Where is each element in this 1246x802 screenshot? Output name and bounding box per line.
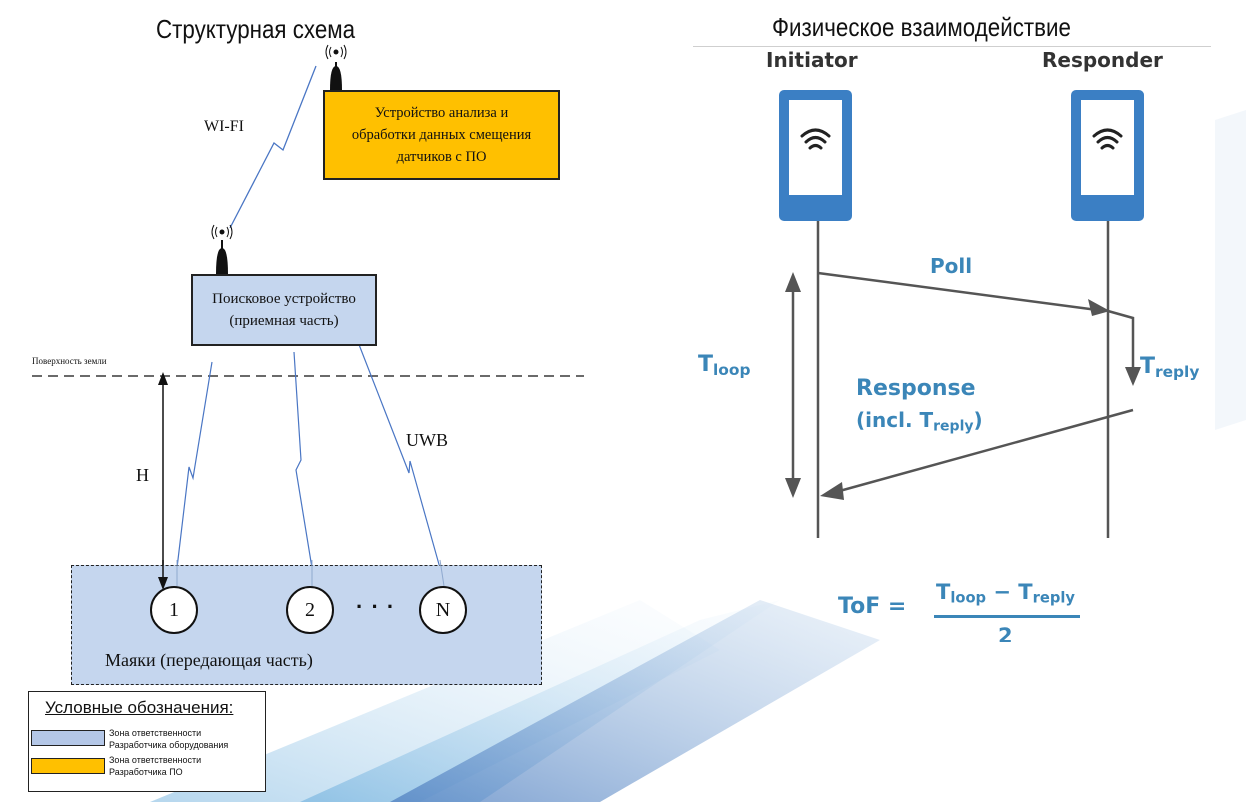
analysis-device-line2: обработки данных смещения — [351, 127, 532, 143]
formula-t1: T — [936, 580, 951, 604]
left-panel-title: Структурная схема — [156, 14, 356, 44]
legend-swatch-hardware — [31, 730, 105, 746]
search-device-box: Поисковое устройство (приемная часть) — [191, 274, 377, 346]
search-device-line1: Поисковое устройство — [212, 291, 356, 307]
analysis-device-line3: датчиков с ПО — [396, 149, 487, 165]
response-incl-label: (incl. Treply) — [856, 408, 983, 435]
uwb-link-n — [357, 341, 441, 569]
response-incl-suffix: ) — [973, 408, 983, 432]
height-label: H — [136, 465, 149, 485]
antenna-icon-top — [325, 44, 347, 90]
formula-minus: − — [986, 580, 1019, 604]
legend-item-hardware-line1: Зона ответственности — [109, 728, 202, 738]
wifi-link — [229, 65, 317, 229]
formula-denominator: 2 — [998, 624, 1013, 642]
analysis-device-box: Устройство анализа и обработки данных см… — [323, 90, 560, 180]
response-arrow — [820, 408, 1134, 500]
deco-stripe-light — [150, 600, 720, 802]
sequence-diagram — [779, 90, 1144, 538]
deco-stripe-mid — [300, 600, 780, 802]
legend: Условные обозначения: Зона ответственнос… — [28, 691, 266, 792]
legend-item-software-line1: Зона ответственности — [109, 755, 202, 765]
treply-sub: reply — [1155, 362, 1200, 381]
legend-item-hardware: Зона ответственности Разработчика оборуд… — [109, 727, 228, 751]
beacon-2: 2 — [286, 586, 334, 634]
tloop-label: Tloop — [698, 352, 750, 379]
tloop-arrow — [785, 272, 801, 498]
formula-fraction-bar — [934, 615, 1080, 618]
formula-t2: T — [1018, 580, 1033, 604]
beacon-n: N — [419, 586, 467, 634]
formula-sub2: reply — [1032, 589, 1075, 607]
treply-arrow — [1107, 309, 1141, 386]
uwb-link-1 — [176, 361, 213, 569]
legend-swatch-software — [31, 758, 105, 774]
uwb-link-2 — [293, 351, 313, 569]
treply-main: T — [1140, 354, 1156, 379]
ground-surface-label: Поверхность земли — [32, 356, 107, 366]
deco-stripe-dark — [390, 600, 880, 802]
formula-sub1: loop — [950, 589, 987, 607]
uwb-label: UWB — [406, 430, 448, 450]
right-panel-title: Физическое взаимодействие — [772, 12, 1071, 42]
initiator-label: Initiator — [766, 48, 858, 72]
title-divider — [693, 46, 1211, 47]
wifi-label: WI-FI — [204, 118, 244, 135]
legend-item-software-line2: Разработчика ПО — [109, 767, 183, 777]
response-label: Response — [856, 376, 976, 401]
formula-lhs: ToF = — [838, 594, 907, 619]
beacons-ellipsis: · · · — [356, 594, 396, 619]
antenna-icon-search — [211, 224, 233, 274]
treply-label: Treply — [1140, 354, 1199, 381]
deco-panel-right — [1215, 110, 1246, 430]
response-incl-prefix: (incl. T — [856, 408, 934, 432]
legend-item-hardware-line2: Разработчика оборудования — [109, 740, 229, 750]
analysis-device-line1: Устройство анализа и — [374, 105, 509, 121]
formula-numerator: Tloop − Treply — [936, 580, 1075, 607]
beacon-1: 1 — [150, 586, 198, 634]
legend-item-software: Зона ответственности Разработчика ПО — [109, 754, 201, 778]
response-incl-sub: reply — [933, 418, 974, 435]
poll-label: Poll — [930, 254, 973, 278]
responder-label: Responder — [1042, 48, 1163, 72]
tloop-sub: loop — [713, 360, 751, 379]
legend-title: Условные обозначения: — [45, 698, 234, 717]
tloop-main: T — [698, 352, 714, 377]
poll-arrow — [817, 271, 1110, 316]
beacon-zone-label: Маяки (передающая часть) — [105, 650, 313, 670]
search-device-line2: (приемная часть) — [229, 313, 339, 329]
responder-device-icon — [1071, 90, 1144, 221]
formula: ToF = Tloop − Treply 2 — [838, 578, 1098, 648]
initiator-device-icon — [779, 90, 852, 221]
height-arrow-lower — [158, 559, 445, 590]
